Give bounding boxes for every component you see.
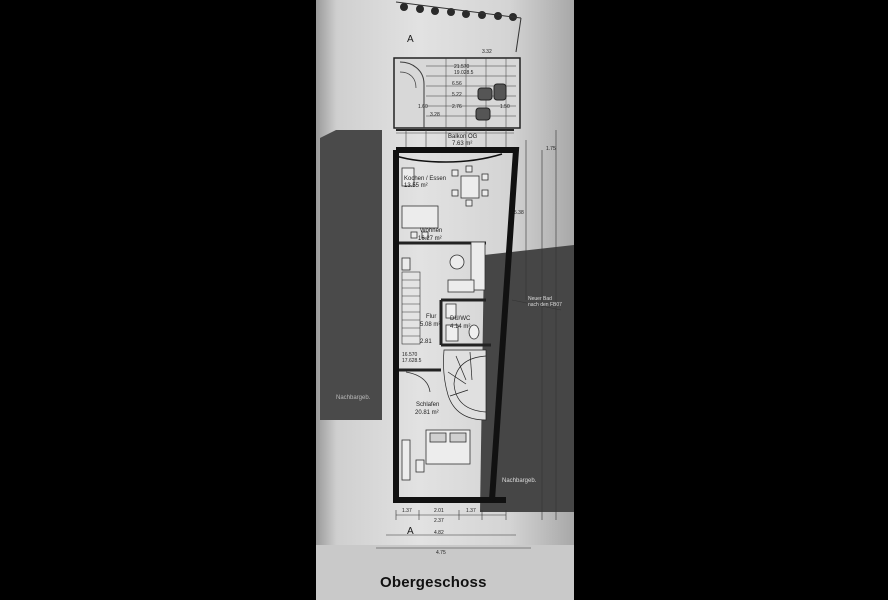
dim-top-level: 21.570 19.028.5 bbox=[454, 64, 474, 76]
dim-bottom-c: 1.37 bbox=[466, 508, 476, 514]
dim-bottom-total: 4.82 bbox=[434, 530, 444, 536]
drawing-title: Obergeschoss bbox=[380, 574, 487, 591]
dim-d5: 1.50 bbox=[500, 104, 510, 110]
dim-side-a: 1.75 bbox=[546, 146, 556, 152]
room-schlafen-area: 20.81 m² bbox=[415, 410, 439, 416]
bedroom-furniture bbox=[401, 371, 471, 481]
exterior-walls bbox=[393, 147, 520, 503]
dim-d2: 5.22 bbox=[452, 92, 462, 98]
garden-area bbox=[400, 3, 517, 21]
spiral-stairs bbox=[443, 349, 487, 421]
room-duwc-area: 4.14 m² bbox=[450, 324, 471, 330]
neighbor-building-left bbox=[320, 130, 382, 420]
room-flur-name: Flur bbox=[426, 314, 437, 320]
bathroom-fixtures bbox=[445, 303, 480, 342]
dim-bottom-a: 1.37 bbox=[402, 508, 412, 514]
central-stairs bbox=[401, 271, 421, 345]
balcony-railing bbox=[396, 130, 514, 150]
dim-d3: 1.60 bbox=[418, 104, 428, 110]
terrace-area bbox=[393, 57, 521, 129]
dim-d4: 2.76 bbox=[452, 104, 462, 110]
section-marker-bottom: A bbox=[407, 526, 414, 537]
dim-overall: 4.75 bbox=[436, 550, 446, 556]
room-flur-area: 5.08 m² bbox=[420, 322, 441, 328]
dimension-lines bbox=[376, 130, 562, 549]
dim-side-b: 5.38 bbox=[514, 210, 524, 216]
floor-plan-sheet: A A Balkon OG 7.63 m² Kochen / Essen 13.… bbox=[316, 0, 574, 600]
room-duwc-name: DU/WC bbox=[450, 316, 471, 322]
dim-d6: 3.28 bbox=[430, 112, 440, 118]
neighbor-label-right: Nachbargeb. bbox=[502, 478, 537, 484]
room-wohnen-area: 16.27 m² bbox=[418, 236, 442, 242]
floor-plan-drawing bbox=[316, 1, 574, 600]
dim-bottom-d: 2.37 bbox=[434, 518, 444, 524]
note-bathroom: Neuer Bad nach den FB07 bbox=[528, 296, 562, 308]
section-marker-top: A bbox=[407, 34, 414, 45]
room-kochen-name: Kochen / Essen bbox=[404, 176, 447, 182]
living-furniture bbox=[401, 241, 486, 293]
room-kochen-area: 13.55 m² bbox=[404, 183, 428, 189]
dim-d1: 6.56 bbox=[452, 81, 462, 87]
stair-level-note: 16.570 17.628.5 bbox=[402, 352, 422, 364]
neighbor-label-left: Nachbargeb. bbox=[336, 395, 371, 401]
dim-top-width: 3.32 bbox=[482, 49, 492, 55]
kitchen-furniture bbox=[401, 165, 489, 239]
level-marker: 2.81 bbox=[420, 339, 432, 345]
room-balkon-name: Balkon OG bbox=[448, 134, 478, 140]
title-strip bbox=[316, 545, 574, 600]
room-wohnen-name: Wohnen bbox=[420, 228, 443, 234]
room-schlafen-name: Schlafen bbox=[416, 402, 440, 408]
dim-bottom-b: 2.01 bbox=[434, 508, 444, 514]
room-balkon-area: 7.63 m² bbox=[452, 141, 473, 147]
